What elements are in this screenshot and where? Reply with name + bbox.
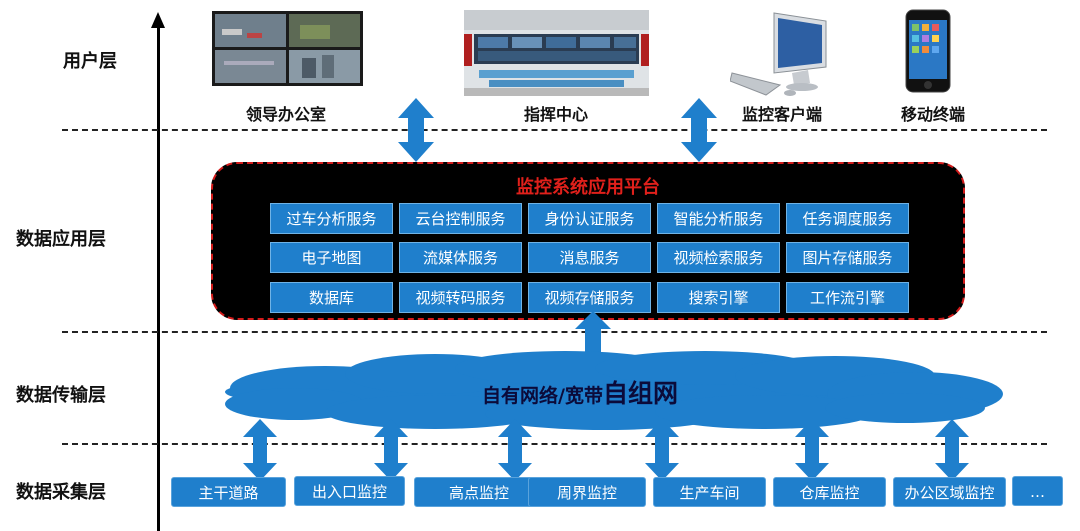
network-label: 自有网络/宽带自组网 xyxy=(420,374,740,410)
terminal-label-mobile: 移动终端 xyxy=(900,105,965,124)
layer-label-user: 用户层 xyxy=(63,51,117,72)
terminal-label-leader-office: 领导办公室 xyxy=(245,105,326,124)
double-arrow-icon xyxy=(935,419,969,481)
desktop-computer-icon xyxy=(730,12,827,96)
service-video-retrieval: 视频检索服务 xyxy=(657,242,780,273)
terminal-label-monitor-client: 监控客户端 xyxy=(741,105,822,124)
source-perimeter: 周界监控 xyxy=(528,477,646,507)
service-search-engine: 搜索引擎 xyxy=(657,282,780,313)
terminal-label-command-center: 指挥中心 xyxy=(523,105,588,124)
double-arrow-icon xyxy=(498,419,532,481)
vertical-axis xyxy=(157,26,160,531)
network-label-broadband: 自有网络/宽带 xyxy=(482,385,603,407)
service-intelligent-analysis: 智能分析服务 xyxy=(657,203,780,234)
double-arrow-icon xyxy=(681,98,717,162)
service-vehicle-analysis: 过车分析服务 xyxy=(270,203,393,234)
service-message: 消息服务 xyxy=(528,242,651,273)
command-center-icon xyxy=(464,10,649,96)
service-authentication: 身份认证服务 xyxy=(528,203,651,234)
service-video-storage: 视频存储服务 xyxy=(528,282,651,313)
double-arrow-icon xyxy=(398,98,434,162)
source-entrance-exit: 出入口监控 xyxy=(294,476,405,506)
double-arrow-icon xyxy=(243,419,277,481)
layer-label-application: 数据应用层 xyxy=(16,229,106,250)
source-office-area: 办公区域监控 xyxy=(893,477,1006,507)
source-main-road: 主干道路 xyxy=(171,477,286,507)
video-wall-icon xyxy=(212,11,363,86)
mobile-phone-icon xyxy=(905,9,951,93)
service-video-transcode: 视频转码服务 xyxy=(399,282,522,313)
service-streaming-media: 流媒体服务 xyxy=(399,242,522,273)
double-arrow-icon xyxy=(374,419,408,481)
source-more: … xyxy=(1012,476,1063,506)
layer-label-collection: 数据采集层 xyxy=(16,482,106,503)
service-workflow-engine: 工作流引擎 xyxy=(786,282,909,313)
network-cloud xyxy=(225,351,1003,430)
service-database: 数据库 xyxy=(270,282,393,313)
source-workshop: 生产车间 xyxy=(653,477,766,507)
platform-title: 监控系统应用平台 xyxy=(516,177,660,198)
source-high-point: 高点监控 xyxy=(414,477,544,507)
service-ptz-control: 云台控制服务 xyxy=(399,203,522,234)
layer-label-transmission: 数据传输层 xyxy=(16,385,106,406)
network-label-adhoc: 自组网 xyxy=(602,379,678,408)
double-arrow-icon xyxy=(795,419,829,481)
service-electronic-map: 电子地图 xyxy=(270,242,393,273)
layer-divider xyxy=(62,129,1047,131)
service-image-storage: 图片存储服务 xyxy=(786,242,909,273)
layer-divider xyxy=(62,443,1047,445)
layer-divider xyxy=(62,331,1047,333)
double-arrow-icon xyxy=(645,419,679,481)
source-warehouse: 仓库监控 xyxy=(773,477,886,507)
service-task-scheduling: 任务调度服务 xyxy=(786,203,909,234)
axis-arrow-head xyxy=(151,12,165,28)
